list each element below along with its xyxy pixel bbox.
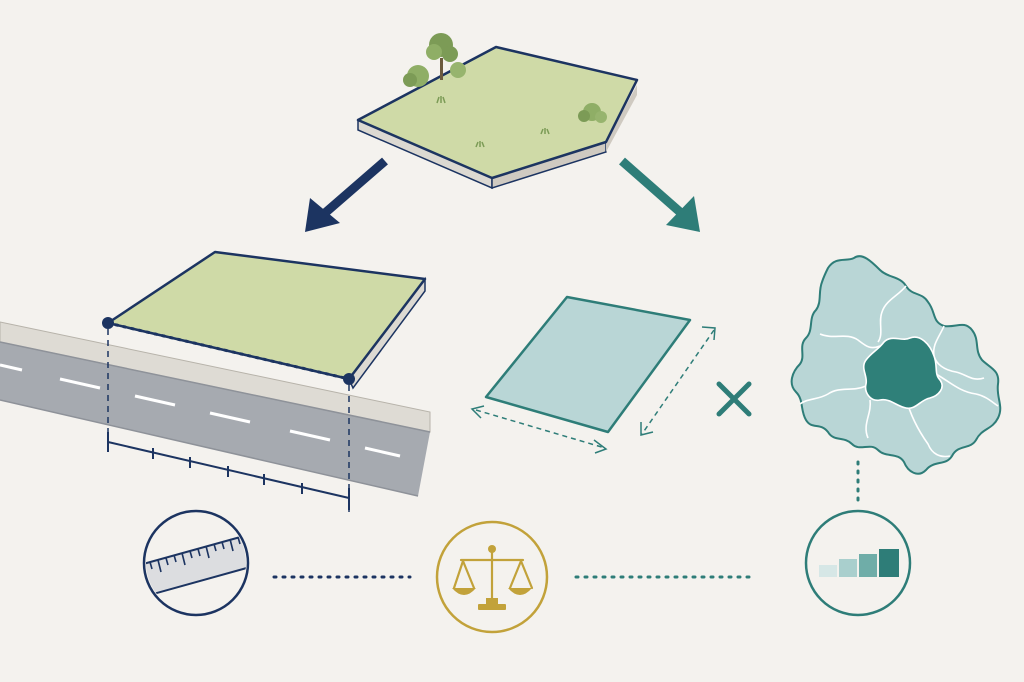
- bar-chart-icon: [804, 509, 912, 617]
- multiply-icon: [716, 381, 752, 417]
- arrow-left-navy: [305, 157, 388, 232]
- region-borders: [799, 285, 999, 458]
- width-dimension-line: [470, 405, 608, 454]
- frontage-measure-scale: [107, 432, 350, 510]
- bush-icon: [578, 103, 607, 123]
- road-frontage-parcel: [0, 250, 431, 512]
- area-parcel: [470, 295, 716, 454]
- regional-map: [790, 255, 1002, 475]
- arrow-right-teal: [619, 157, 700, 232]
- ruler-icon: [142, 509, 250, 617]
- frontage-start-point: [102, 317, 114, 329]
- top-land-parcel: [356, 33, 639, 190]
- road-lane-markings: [0, 363, 401, 458]
- depth-dimension-line: [640, 326, 716, 436]
- tree-icon: [426, 33, 458, 80]
- bush-icon: [403, 62, 466, 87]
- highlighted-region: [862, 336, 943, 410]
- frontage-end-point: [343, 373, 355, 385]
- scales-of-justice-icon: [435, 520, 549, 634]
